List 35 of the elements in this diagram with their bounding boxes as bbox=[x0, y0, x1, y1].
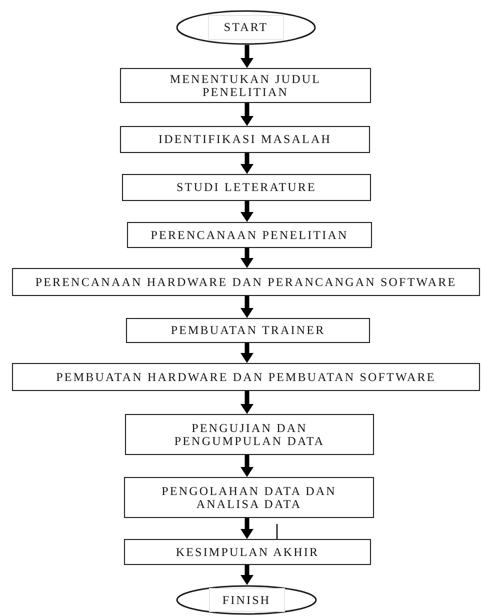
terminal-label: START bbox=[208, 15, 284, 40]
arrow bbox=[240, 343, 254, 363]
step-label: MENENTUKAN JUDUL PENELITIAN bbox=[168, 72, 322, 98]
arrow bbox=[240, 45, 254, 68]
arrow bbox=[240, 153, 254, 174]
arrow bbox=[240, 248, 254, 268]
step-label: IDENTIFIKASI MASALAH bbox=[158, 133, 332, 146]
step-label: PENGOLAHAN DATA DAN ANALISA DATA bbox=[160, 484, 338, 510]
process-box bbox=[125, 414, 374, 455]
arrow bbox=[240, 455, 254, 477]
process-box bbox=[127, 222, 372, 248]
terminal-ellipse bbox=[176, 585, 317, 615]
step-label: PERENCANAAN HARDWARE DAN PERANCANGAN SOFTWARE bbox=[34, 276, 458, 288]
process-box bbox=[124, 477, 374, 518]
step-label: KESIMPULAN AKHIR bbox=[174, 546, 320, 558]
process-box bbox=[124, 539, 371, 565]
step-label: PEMBUATAN TRAINER bbox=[170, 324, 326, 337]
arrow bbox=[240, 391, 254, 414]
arrow bbox=[240, 103, 254, 126]
process-box bbox=[12, 363, 480, 391]
process-box bbox=[120, 68, 371, 103]
process-box bbox=[122, 174, 371, 201]
arrow bbox=[240, 565, 254, 585]
step-label: STUDI LETERATURE bbox=[176, 181, 318, 194]
arrow bbox=[240, 296, 254, 318]
process-box bbox=[126, 318, 370, 343]
step-label: PENGUJIAN DAN PENGUMPULAN DATA bbox=[173, 422, 326, 448]
arrow bbox=[240, 201, 254, 222]
terminal-ellipse bbox=[176, 10, 316, 45]
terminal-label: FINISH bbox=[208, 588, 284, 612]
process-box bbox=[12, 268, 480, 296]
process-box bbox=[120, 126, 370, 153]
arrow bbox=[240, 518, 254, 539]
step-label: PEMBUATAN HARDWARE DAN PEMBUATAN SOFTWARE bbox=[55, 370, 437, 384]
step-label: PERENCANAAN PENELITIAN bbox=[150, 228, 350, 242]
